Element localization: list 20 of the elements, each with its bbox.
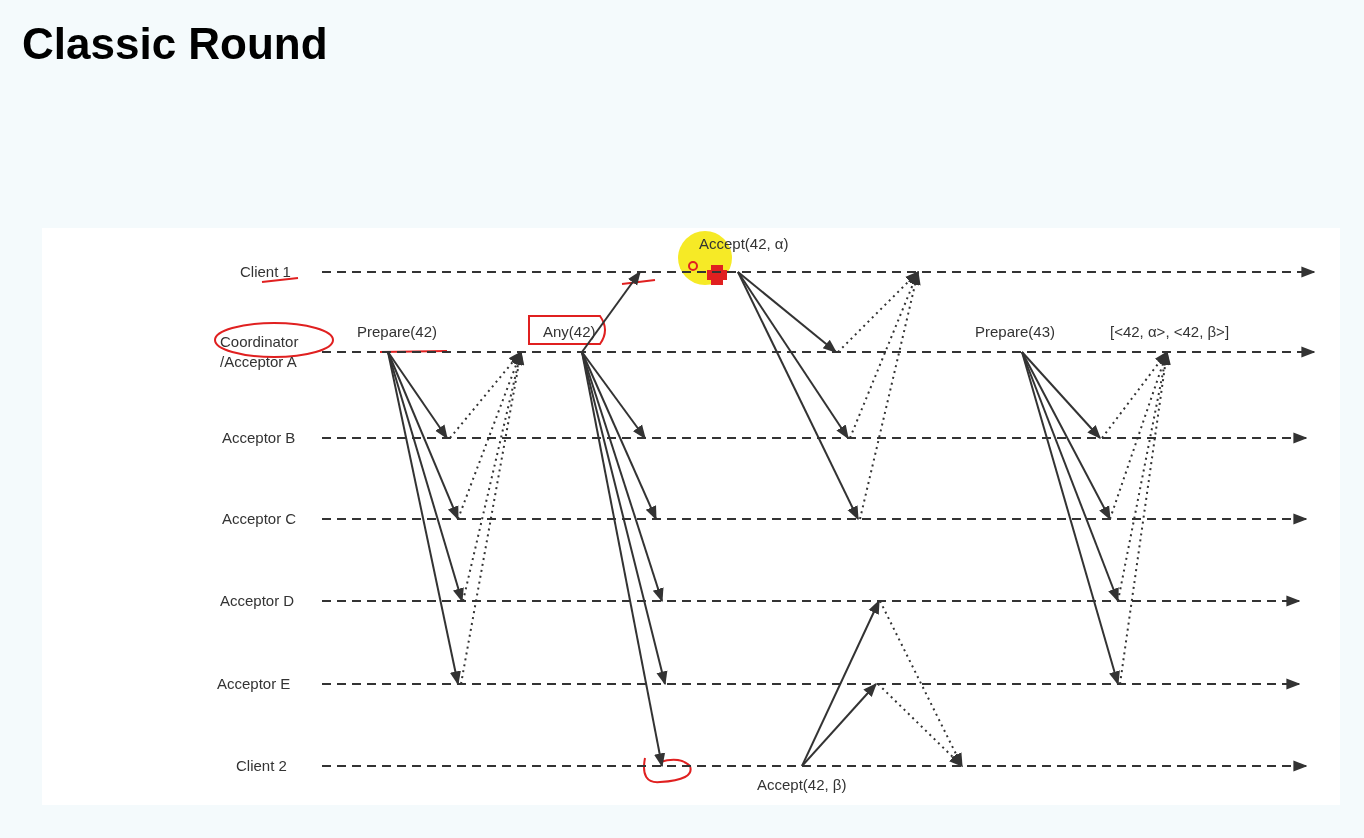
timeline-arrow	[321, 678, 1301, 690]
timeline-arrow	[321, 760, 1308, 772]
timeline-arrow	[321, 432, 1308, 444]
timeline-arrow	[321, 513, 1308, 525]
lifeline-label: Coordinator /Acceptor A	[220, 330, 322, 374]
timeline-arrow	[321, 346, 1316, 358]
message-label: Prepare(43)	[975, 322, 1056, 342]
timeline-arrow	[321, 595, 1301, 607]
lifeline-label: Client 2	[236, 756, 322, 776]
lifeline-label: Acceptor B	[222, 428, 322, 448]
lifeline-label: Client 1	[240, 262, 322, 282]
timeline-arrow	[321, 266, 1316, 278]
message-label: Prepare(42)	[357, 322, 438, 342]
lifeline-label: Acceptor D	[220, 591, 322, 611]
lifeline-label: Acceptor E	[217, 674, 322, 694]
message-label: [<42, α>, <42, β>]	[1110, 322, 1230, 342]
slide-title: Classic Round	[22, 18, 328, 70]
message-label: Accept(42, β)	[757, 775, 847, 795]
message-label: Any(42)	[543, 322, 596, 342]
lifeline-label: Acceptor C	[222, 509, 322, 529]
